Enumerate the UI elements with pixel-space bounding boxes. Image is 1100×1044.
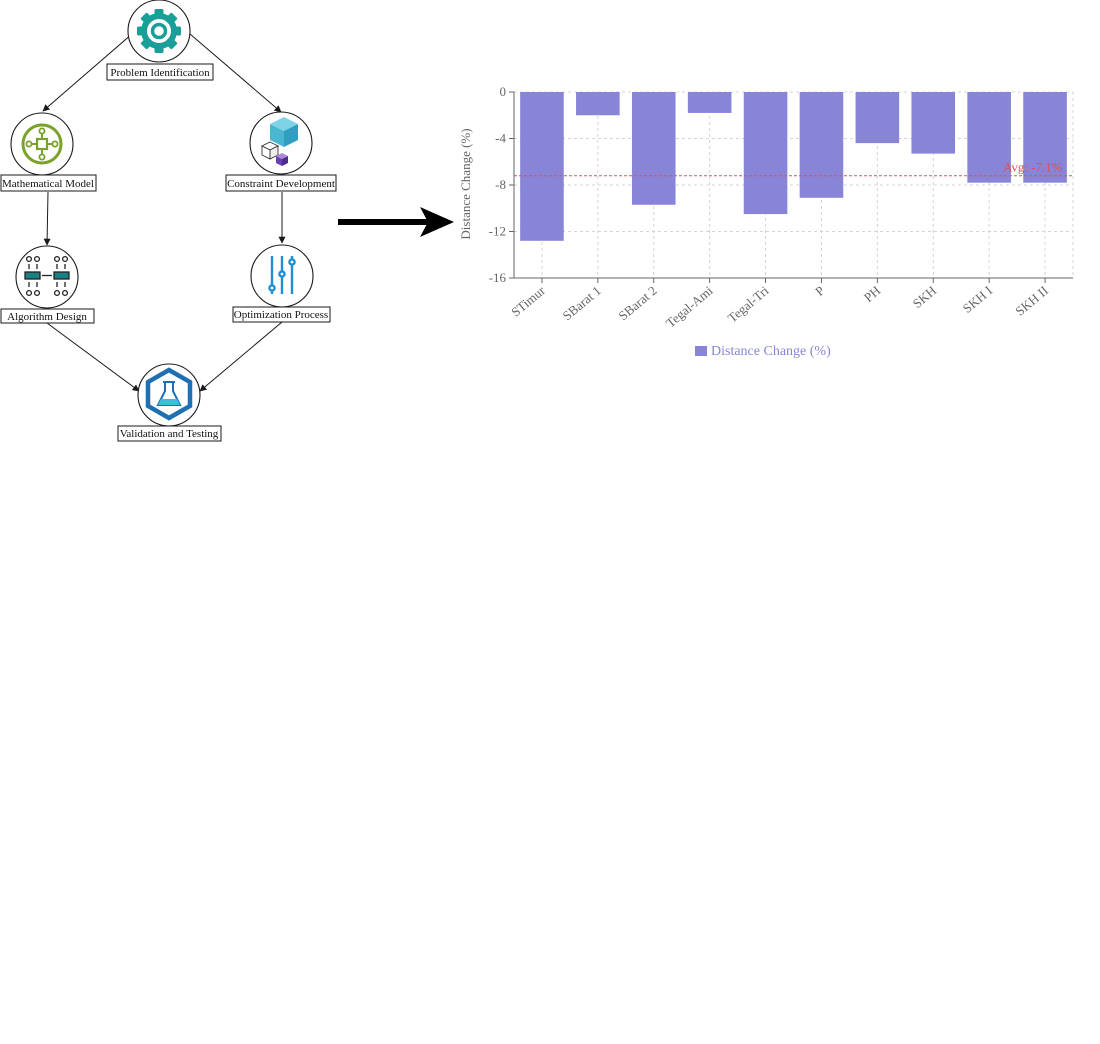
y-tick-label: -8	[495, 177, 506, 192]
node-label-constraint: Constraint Development	[227, 178, 335, 190]
model-icon	[21, 123, 63, 165]
node-label-algorithm: Algorithm Design	[7, 311, 87, 323]
y-tick-label: -12	[489, 224, 506, 239]
node-validation-testing: Validation and Testing	[117, 363, 222, 442]
x-tick-label: SKH	[910, 283, 940, 311]
y-axis-title: Distance Change (%)	[458, 128, 473, 239]
node-optimization-process: Optimization Process	[232, 244, 331, 323]
bar-skh-i	[967, 92, 1011, 183]
edge-algorithm-validation	[46, 322, 140, 392]
reference-line-label: Avg: -7.1%	[1003, 160, 1063, 175]
edge-math-algorithm	[43, 191, 51, 246]
bar-tegal-ami	[687, 92, 732, 113]
bar-sbarat-2	[631, 92, 676, 205]
chart-axes	[509, 91, 1073, 283]
node-problem-identification: Problem Identification	[106, 0, 214, 81]
x-tick-label: SBarat 1	[560, 283, 604, 324]
chart-legend: Distance Change (%)	[695, 344, 831, 359]
node-mathematical-model: Mathematical Model	[0, 112, 97, 192]
node-label-optimization: Optimization Process	[234, 309, 328, 321]
x-tick-label: SKH I	[960, 283, 995, 316]
bar-skh	[911, 92, 956, 154]
bar-ph	[855, 92, 900, 144]
x-tick-label: SBarat 2	[615, 283, 659, 324]
edge-optimization-validation	[199, 321, 283, 392]
y-tick-labels: 0 -4 -8 -12 -16	[489, 84, 507, 285]
algorithm-icon	[24, 255, 70, 297]
legend-swatch	[695, 346, 707, 356]
bar-p	[799, 92, 844, 198]
chart-bars	[520, 92, 1067, 241]
bar-stimur	[520, 92, 564, 241]
bar-sbarat-1	[576, 92, 620, 116]
gear-icon	[137, 9, 181, 53]
x-tick-label: STimur	[508, 282, 548, 319]
y-tick-label: 0	[500, 84, 507, 99]
bar-skh-ii	[1023, 92, 1067, 183]
x-tick-label: PH	[861, 283, 883, 305]
x-tick-label: SKH II	[1012, 283, 1051, 319]
node-algorithm-design: Algorithm Design	[0, 245, 95, 324]
node-label-validation: Validation and Testing	[120, 428, 219, 440]
legend-label: Distance Change (%)	[711, 344, 831, 359]
bar-chart: Avg: -7.1% 0 -4 -8 -12 -16 STimur SBarat 1 SBa…	[458, 84, 1074, 359]
sliders-icon	[268, 256, 296, 294]
y-tick-label: -4	[495, 131, 506, 146]
node-constraint-development: Constraint Development	[225, 111, 337, 192]
flowchart-edges	[42, 33, 286, 392]
flask-icon	[145, 367, 193, 421]
edge-problem-constraint	[189, 33, 282, 113]
reference-line: Avg: -7.1%	[514, 160, 1073, 177]
x-tick-label: P	[812, 283, 827, 299]
edge-problem-math	[42, 33, 133, 112]
cubes-icon	[260, 117, 298, 166]
node-label-math: Mathematical Model	[2, 178, 94, 190]
bar-tegal-tri	[743, 92, 788, 215]
node-label-problem: Problem Identification	[110, 67, 210, 79]
y-tick-label: -16	[489, 270, 507, 285]
right-arrow-icon	[338, 207, 454, 237]
x-tick-label: Tegal-Tri	[725, 283, 772, 326]
x-tick-label: Tegal-Ami	[663, 283, 716, 331]
